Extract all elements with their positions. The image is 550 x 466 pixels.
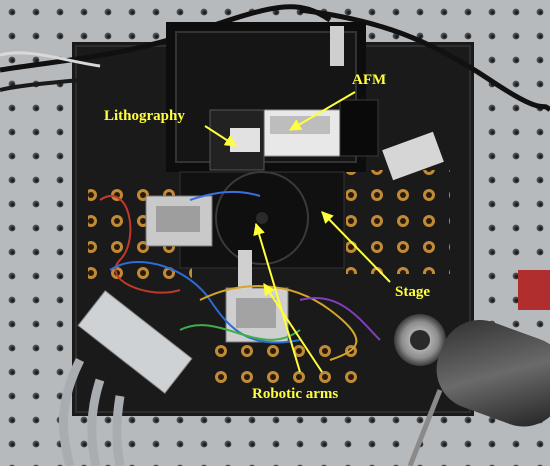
wire [199,285,358,361]
connector-block [77,290,193,394]
wire [189,190,261,201]
peg-array-bottom [212,334,368,386]
wire [99,195,181,294]
arrow-lithography [204,125,238,147]
arrow-afm [288,91,356,131]
arrow-robotic-left [253,222,301,373]
cable [299,7,550,112]
label-robotic-arms: Robotic arms [252,386,338,402]
wire [299,297,381,341]
db-connector [382,131,444,181]
label-lithography: Lithography [104,108,185,124]
peg-array-right [346,170,450,274]
arrow-stage [321,211,391,283]
tip-holder [238,250,252,290]
camera-tube [436,320,550,427]
gray-cables [59,357,125,466]
wire [179,324,301,341]
motor [339,99,379,157]
label-stage: Stage [395,284,430,300]
label-afm: AFM [352,72,386,88]
post [330,26,344,66]
wire [109,261,301,344]
cable [0,51,101,68]
arrow-robotic-bottom [263,282,323,373]
